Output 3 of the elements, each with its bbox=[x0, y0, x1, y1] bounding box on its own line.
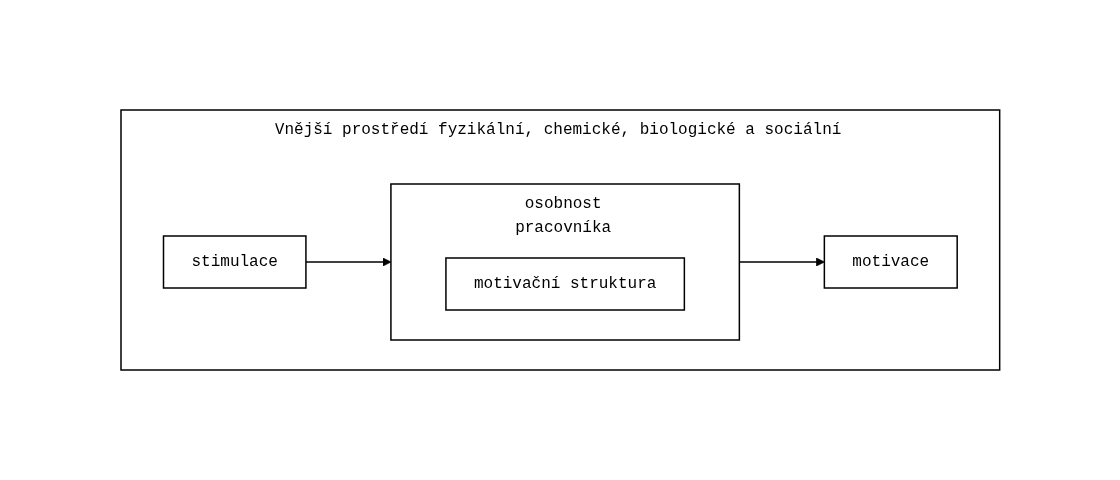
node-box: stimulace bbox=[162, 235, 307, 289]
node-box: motivace bbox=[823, 235, 958, 289]
node-box: motivační struktura bbox=[444, 257, 685, 311]
